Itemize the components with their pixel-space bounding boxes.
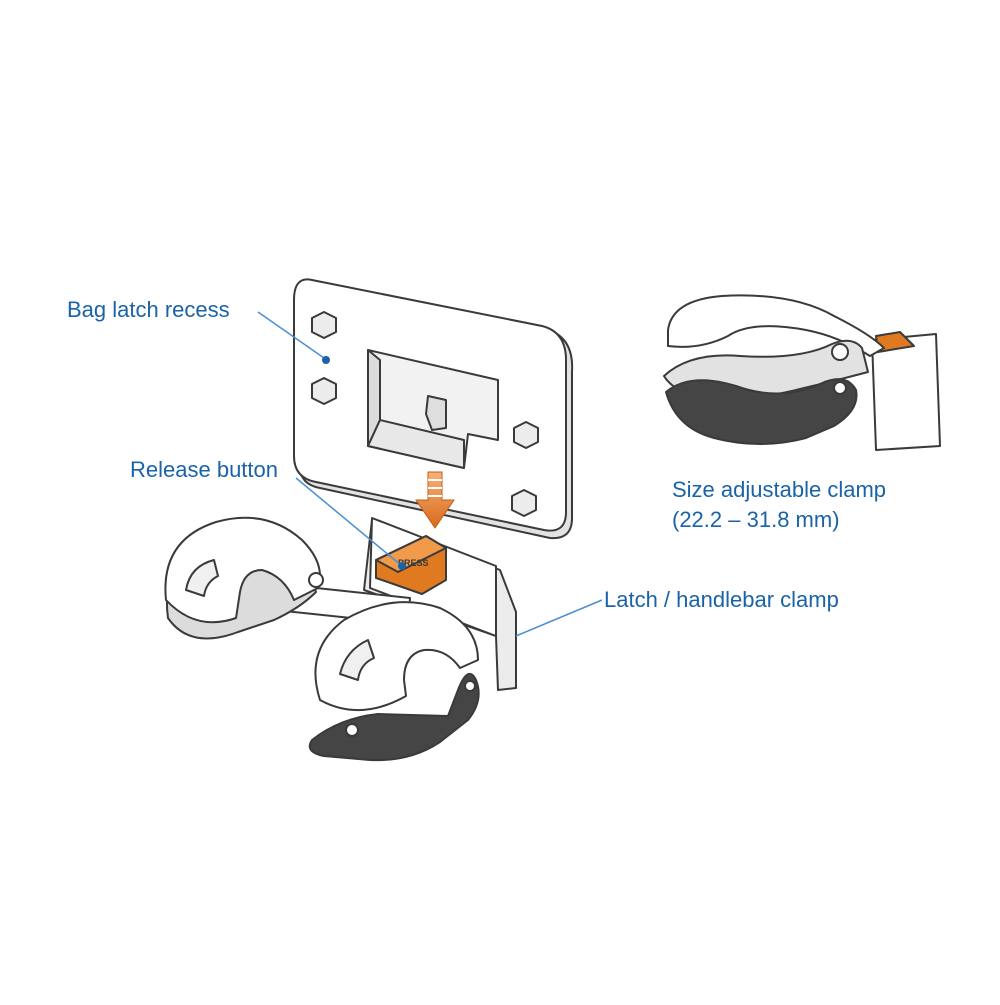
bag-latch-plate-illustration [293, 278, 574, 540]
label-bag-latch-recess: Bag latch recess [67, 297, 230, 322]
label-size-adjustable-clamp: Size adjustable clamp [672, 477, 887, 502]
down-arrow-icon [415, 471, 455, 529]
leader-dot-bag-latch [322, 356, 330, 364]
leader-release-button [295, 477, 403, 567]
press-button-text: PRESS [398, 558, 429, 568]
leader-dot-release-button [398, 562, 406, 570]
leader-bag-latch [257, 311, 325, 359]
label-release-button: Release button [130, 457, 278, 482]
leader-lines [257, 311, 603, 637]
adjustable-clamp-detail-illustration [663, 294, 941, 451]
handlebar-clamp-illustration: PRESS [164, 516, 517, 762]
leader-latch-clamp [515, 599, 603, 637]
label-size-range: (22.2 – 31.8 mm) [672, 507, 840, 532]
label-latch-handlebar-clamp: Latch / handlebar clamp [604, 587, 839, 612]
leader-dots [322, 356, 406, 570]
